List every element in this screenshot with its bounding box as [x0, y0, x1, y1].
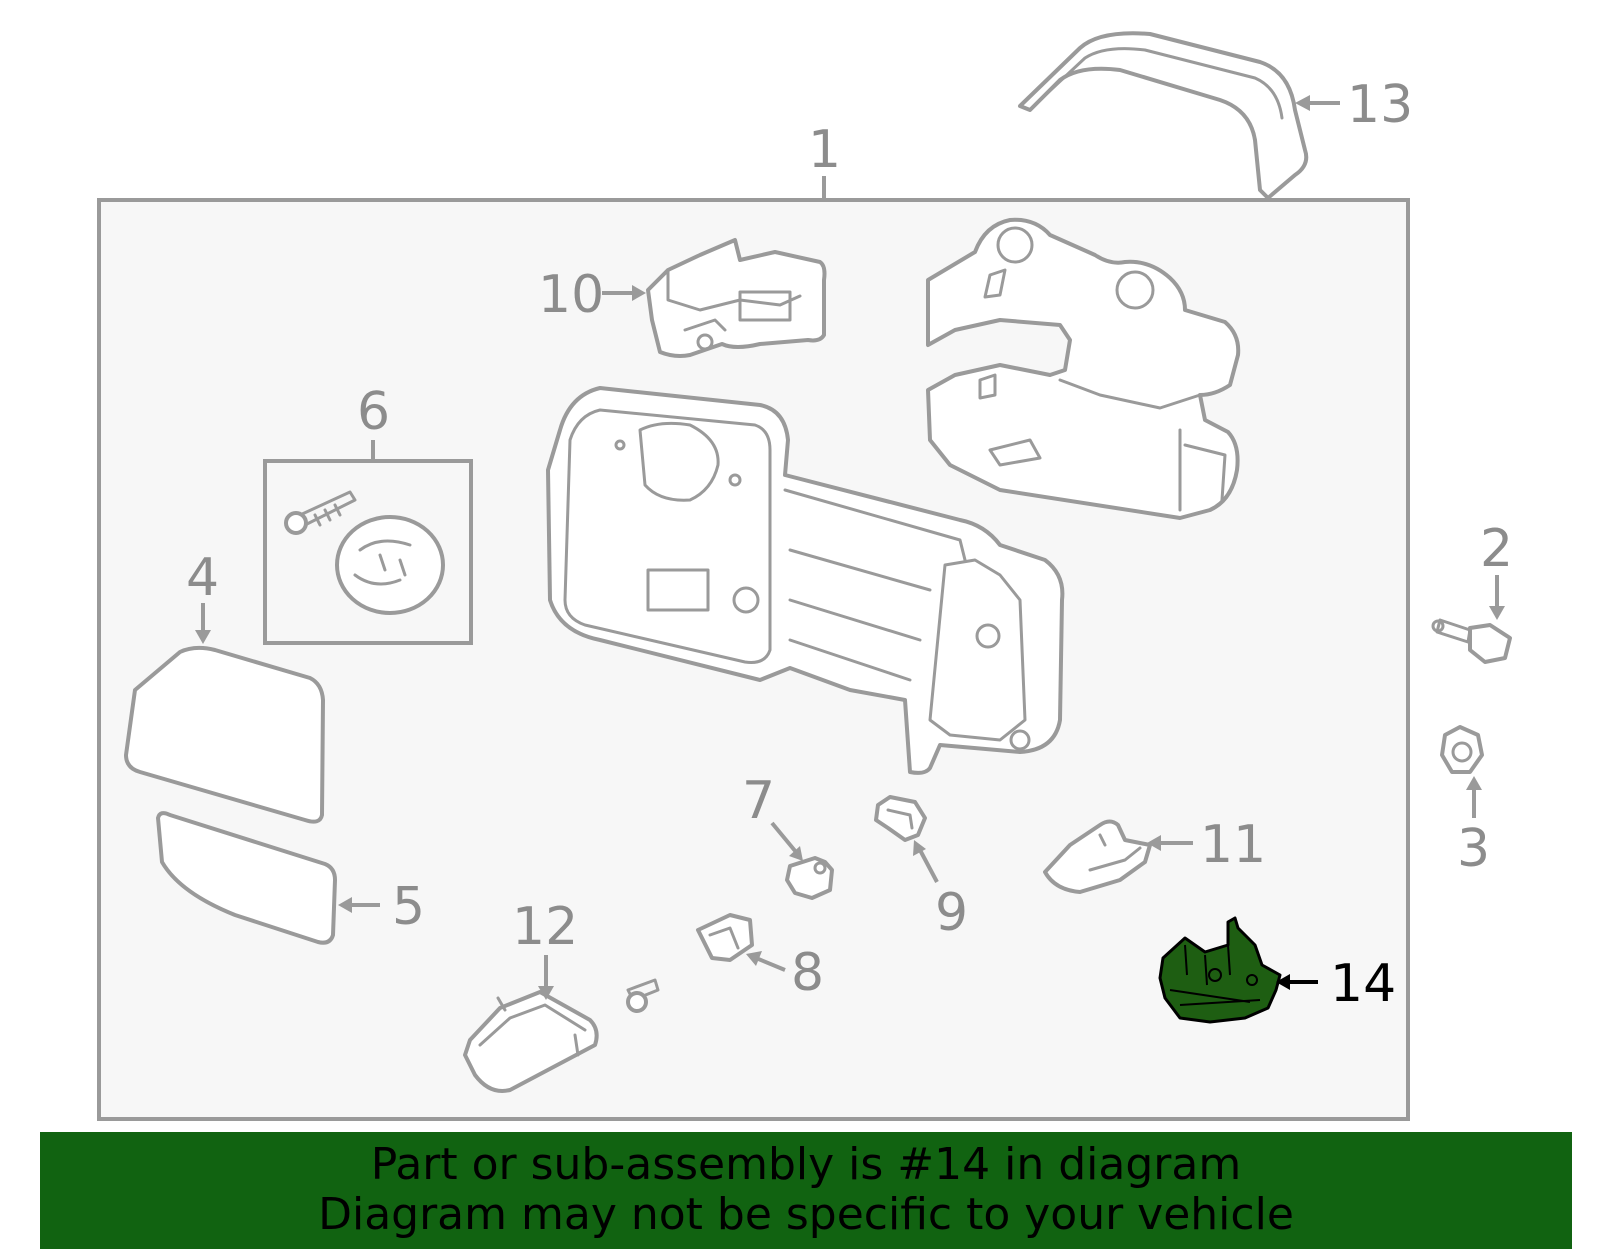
part-1-housing-upper	[926, 217, 1241, 520]
callout-9-label: 9	[935, 883, 968, 943]
callout-5-arrowhead	[338, 897, 352, 913]
callout-2-arrowhead	[1489, 606, 1505, 620]
info-banner: Part or sub-assembly is #14 in diagram D…	[40, 1132, 1572, 1249]
callout-3-arrowhead	[1466, 776, 1482, 790]
part-6-screw	[284, 490, 357, 535]
callout-7-leader	[770, 821, 798, 854]
callout-13-label: 13	[1347, 75, 1413, 135]
callout-2-label: 2	[1480, 519, 1513, 579]
banner-line-2: Diagram may not be specific to your vehi…	[318, 1189, 1294, 1240]
callout-4-arrowhead	[195, 630, 211, 644]
callout-5-label: 5	[392, 877, 425, 937]
part-12-screw	[626, 978, 660, 1013]
callout-14-arrowhead	[1276, 974, 1290, 990]
callout-11-arrowhead	[1147, 835, 1161, 851]
callout-11-label: 11	[1200, 815, 1266, 875]
callout-12-label: 12	[512, 897, 578, 957]
part-2-bolt	[1431, 618, 1512, 664]
callout-8-leader	[755, 956, 786, 972]
part-4-mirror-glass	[124, 645, 325, 824]
callout-8-label: 8	[791, 943, 824, 1003]
callout-9-arrowhead	[913, 840, 926, 856]
callout-4-label: 4	[186, 548, 219, 608]
part-8-clip	[696, 913, 754, 962]
part-9-clip	[874, 795, 927, 842]
part-1-mirror-head	[546, 386, 1065, 775]
part-14-module-highlighted	[1158, 916, 1282, 1024]
callout-13-arrowhead	[1295, 95, 1310, 111]
callout-3-label: 3	[1457, 819, 1490, 879]
callout-7-arrowhead	[789, 846, 803, 861]
callout-8-arrowhead	[746, 951, 762, 966]
part-7-connector	[785, 856, 834, 900]
part-6-cap	[335, 515, 445, 615]
callout-12-arrowhead	[538, 986, 554, 1000]
callout-10-label: 10	[538, 265, 604, 325]
part-5-spotter-glass	[156, 811, 337, 945]
callout-10-arrowhead	[632, 285, 646, 301]
part-11-lamp	[1043, 819, 1152, 894]
callout-14-label: 14	[1330, 954, 1396, 1014]
part-13-mirror-cap	[1018, 31, 1309, 200]
part-3-nut	[1440, 725, 1484, 774]
part-12-cover	[463, 990, 599, 1093]
part-6-box	[263, 459, 473, 645]
callout-1-label: 1	[808, 120, 841, 180]
callout-9-leader	[918, 849, 939, 883]
part-10-bracket	[646, 238, 827, 358]
callout-6-label: 6	[357, 382, 390, 442]
callout-7-label: 7	[742, 771, 775, 831]
banner-line-1: Part or sub-assembly is #14 in diagram	[370, 1139, 1242, 1190]
